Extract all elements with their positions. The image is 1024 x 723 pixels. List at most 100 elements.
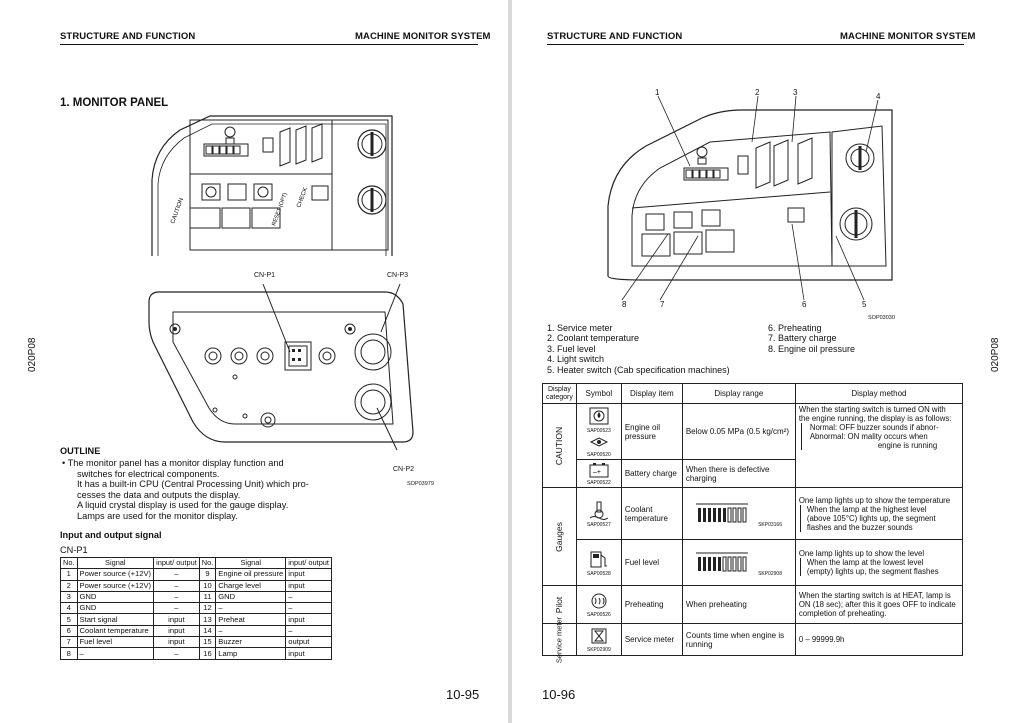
table-cell: – <box>215 602 287 615</box>
legend-item-oil-pressure: 8. Engine oil pressure <box>768 343 856 354</box>
item-service-meter: Service meter <box>620 623 683 656</box>
monitor-panel-back-drawing <box>148 283 414 451</box>
col-header-signal: Signal <box>215 556 287 570</box>
table-cell: – <box>153 647 200 660</box>
table-cell: input <box>285 647 332 660</box>
panel-caution-label: CAUTION <box>170 197 185 224</box>
range-coolant-gauge: SKP03166 <box>681 487 796 540</box>
table-row-service-meter: Service meter SKP02909 Service meter Cou… <box>542 616 964 663</box>
method-service-meter: 0 – 99999.9h <box>794 623 964 656</box>
legend-item-battery: 7. Battery charge <box>768 333 837 344</box>
outline-line: switches for electrical components. <box>77 468 220 479</box>
table-row-engine-oil: CAUTION SAP00523 SAP00520 Engine oil pre… <box>542 403 964 488</box>
col-header-no: No. <box>198 556 217 570</box>
method-line: When the lamp at the highest level <box>806 504 927 514</box>
table-cell: 15 <box>198 636 217 649</box>
table-cell: 7 <box>60 636 78 649</box>
symbol-code: SAP00520 <box>586 451 611 458</box>
table-cell: GND <box>215 590 287 604</box>
method-bracket: When the lamp at the highest level (abov… <box>799 504 959 532</box>
io-heading: Input and output signal <box>60 530 162 540</box>
table-cell: – <box>153 602 200 615</box>
range-engine-oil: Below 0.05 MPa (0.5 kg/cm²) <box>681 403 796 460</box>
table-cell: Lamp <box>215 647 287 660</box>
symbol-code: SAP00526 <box>586 611 611 618</box>
table-cell: input <box>153 636 200 649</box>
table-cell: 10 <box>198 579 217 592</box>
col-header-io: input/ output <box>153 556 200 570</box>
legend-item-fuel: 3. Fuel level <box>547 343 596 354</box>
table-cell: input <box>285 613 332 626</box>
callout-3: 3 <box>793 88 798 97</box>
callout-6: 6 <box>802 300 807 309</box>
left-page: STRUCTURE AND FUNCTION MACHINE MONITOR S… <box>0 0 508 723</box>
monitor-panel-front-drawing: CAUTION CHECK RESET (OPT) <box>151 115 393 256</box>
signal-table-header: No. Signal input/ output No. Signal inpu… <box>60 556 332 570</box>
table-cell: Engine oil pressure <box>215 568 287 581</box>
callout-4: 4 <box>876 92 881 101</box>
callout-7: 7 <box>660 300 665 309</box>
outline-line: A liquid crystal display is used for the… <box>77 500 289 510</box>
left-header-rule <box>60 44 478 45</box>
table-cell: Power source (+12V) <box>76 568 155 581</box>
left-header-section: STRUCTURE AND FUNCTION <box>60 31 196 42</box>
hourglass-icon <box>591 628 607 643</box>
right-header-chapter: MACHINE MONITOR SYSTEM <box>840 31 976 42</box>
table-cell: Preheat <box>215 613 287 626</box>
callout-8: 8 <box>622 300 627 309</box>
method-line: One lamp lights up to show the temperatu… <box>798 495 951 505</box>
category-caution: CAUTION <box>542 403 577 488</box>
table-cell: 4 <box>60 602 78 615</box>
col-header-method: Display method <box>794 383 964 404</box>
table-cell: Coolant temperature <box>76 624 155 638</box>
symbol-cell-fuel: SAP00528 <box>575 539 622 586</box>
method-bracket: Normal: OFF buzzer sounds if abnor- Abno… <box>800 423 959 450</box>
symbol-code: SAP00528 <box>586 570 611 577</box>
col-header-range: Display range <box>681 383 796 404</box>
symbol-code: SAP00527 <box>586 521 611 528</box>
legend-item-coolant: 2. Coolant temperature <box>547 333 640 344</box>
panel-check-label: CHECK <box>296 187 309 209</box>
table-cell: 2 <box>60 579 78 592</box>
table-cell: 9 <box>198 568 217 581</box>
left-side-code: 020P08 <box>27 337 38 372</box>
method-line: One lamp lights up to show the level <box>798 549 925 558</box>
table-cell: 6 <box>60 624 78 638</box>
item-fuel: Fuel level <box>620 539 683 586</box>
display-table-header: Display category Symbol Display item Dis… <box>542 383 964 404</box>
table-cell: Charge level <box>215 579 287 592</box>
legend-item-preheating: 6. Preheating <box>768 323 822 333</box>
table-cell: – <box>153 590 200 604</box>
legend-item-service-meter: 1. Service meter <box>547 323 613 333</box>
method-line: (above 105°C) lights up, the segment <box>806 513 936 523</box>
outline-line: cesses the data and outputs the display. <box>77 489 241 500</box>
method-engine-oil: When the starting switch is turned ON wi… <box>794 403 964 488</box>
table-cell: – <box>285 602 332 615</box>
table-cell: input <box>153 613 200 626</box>
col-header-signal: Signal <box>76 556 155 570</box>
symbol-code: SAP00523 <box>586 427 611 434</box>
table-row-fuel: SAP00528 Fuel level SKP02908 One lamp li… <box>543 539 964 586</box>
legend-right: 6. Preheating 7. Battery charge 8. Engin… <box>768 323 855 354</box>
range-preheating: When preheating <box>681 585 796 624</box>
table-cell: 1 <box>60 568 78 581</box>
right-header-rule <box>547 44 964 45</box>
item-engine-oil: Engine oil pressure <box>620 403 683 460</box>
table-cell: – <box>215 624 287 638</box>
outline-body: • The monitor panel has a monitor displa… <box>62 458 322 521</box>
table-cell: – <box>153 568 200 581</box>
method-line: ON (18 sec); after this it goes OFF to i… <box>798 600 956 609</box>
symbol-code: SKP02909 <box>586 646 611 653</box>
table-cell: 16 <box>198 647 217 660</box>
outline-heading: OUTLINE <box>60 446 101 456</box>
table-cell: input <box>285 568 332 581</box>
left-figure-code: SOP03979 <box>407 481 434 487</box>
table-cell: – <box>153 579 200 592</box>
range-service-meter: Counts time when engine is running <box>681 623 796 656</box>
fuel-pump-icon <box>590 551 607 567</box>
connector-label-cn-p3: CN-P3 <box>387 272 409 279</box>
